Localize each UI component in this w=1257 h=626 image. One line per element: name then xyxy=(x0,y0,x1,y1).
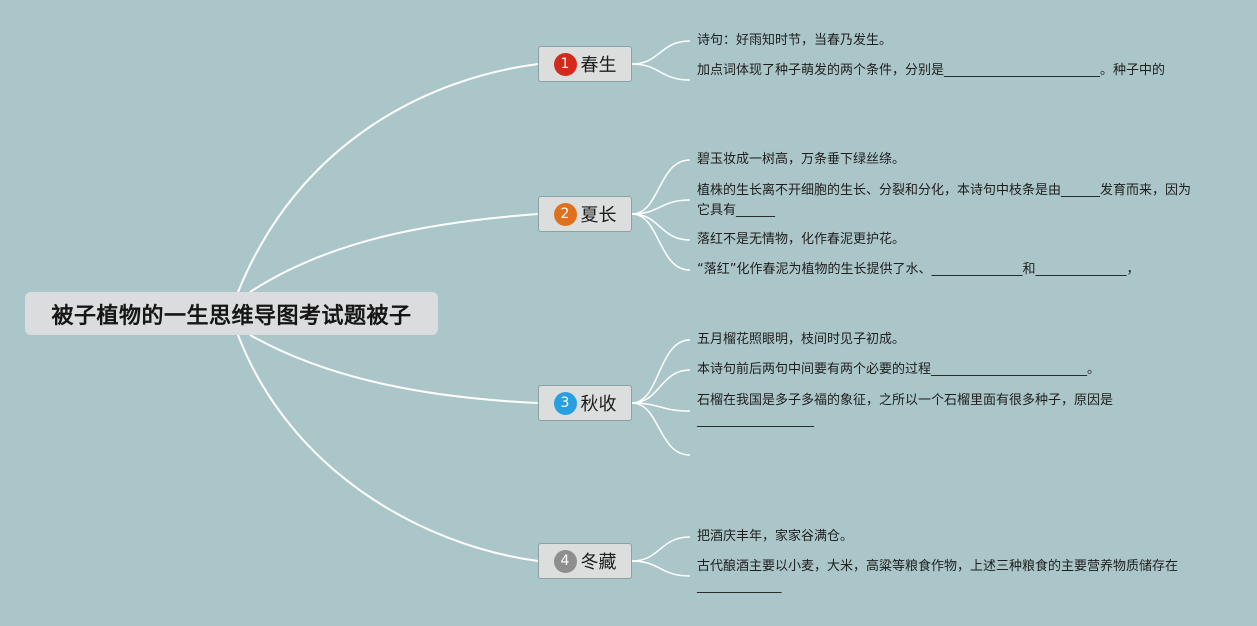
number-badge-icon: 3 xyxy=(553,391,577,415)
leaf-node-3-3[interactable]: 石榴在我国是多子多福的象征，之所以一个石榴里面有很多种子，原因是________… xyxy=(697,393,1114,428)
branch-node-summer[interactable]: 2 夏长 xyxy=(538,196,632,232)
branch-label: 春生 xyxy=(580,55,617,76)
root-link-4 xyxy=(237,334,539,562)
leaf-link-3-3 xyxy=(631,402,691,412)
leaf-link-1-2 xyxy=(631,63,691,81)
root-node[interactable]: 被子植物的一生思维导图考试题被子 xyxy=(25,292,438,335)
leaf-node-2-1[interactable]: 碧玉妆成一树高，万条垂下绿丝绦。 xyxy=(697,152,906,167)
leaf-node-2-3[interactable]: 落红不是无情物，化作春泥更护花。 xyxy=(697,232,906,247)
leaf-node-3-1[interactable]: 五月榴花照眼明，枝间时见子初成。 xyxy=(697,332,906,347)
leaf-node-1-2[interactable]: 加点词体现了种子萌发的两个条件，分别是_____________________… xyxy=(697,63,1166,78)
leaf-link-3-1 xyxy=(631,339,691,404)
leaf-link-2-4 xyxy=(631,213,691,271)
branch-label: 冬藏 xyxy=(580,552,617,573)
leaf-node-4-2[interactable]: 古代酿酒主要以小麦，大米，高粱等粮食作物，上述三种粮食的主要营养物质储存在___… xyxy=(697,559,1179,594)
leaf-node-1-1[interactable]: 诗句：好雨知时节，当春乃发生。 xyxy=(697,33,893,48)
root-link-3 xyxy=(249,334,539,404)
leaf-node-3-2[interactable]: 本诗句前后两句中间要有两个必要的过程______________________… xyxy=(697,362,1101,377)
branch-node-autumn[interactable]: 3 秋收 xyxy=(538,385,632,421)
number-badge-icon: 1 xyxy=(553,52,577,76)
number-badge-icon: 2 xyxy=(553,202,577,226)
leaf-link-2-3 xyxy=(631,213,691,241)
leaf-link-4-2 xyxy=(631,560,691,577)
root-link-2 xyxy=(249,213,539,293)
leaf-link-2-1 xyxy=(631,159,691,215)
branch-label: 秋收 xyxy=(580,394,617,415)
root-label: 被子植物的一生思维导图考试题被子 xyxy=(51,303,412,329)
leaf-node-2-2[interactable]: 植株的生长离不开细胞的生长、分裂和分化，本诗句中枝条是由______发育而来，因… xyxy=(697,183,1192,218)
leaf-link-4-1 xyxy=(631,536,691,562)
number-badge-icon: 4 xyxy=(553,549,577,573)
branch-node-winter[interactable]: 4 冬藏 xyxy=(538,543,632,579)
leaf-link-1-1 xyxy=(631,40,691,65)
branch-label: 夏长 xyxy=(580,205,617,226)
leaf-node-4-1[interactable]: 把酒庆丰年，家家谷满仓。 xyxy=(697,529,854,544)
leaf-node-2-4[interactable]: “落红”化作春泥为植物的生长提供了水、______________和______… xyxy=(697,262,1140,277)
branch-node-spring[interactable]: 1 春生 xyxy=(538,46,632,82)
leaf-link-3-4 xyxy=(631,402,691,456)
leaf-link-2-2 xyxy=(631,199,691,215)
root-link-1 xyxy=(237,63,539,293)
leaf-link-3-2 xyxy=(631,369,691,404)
